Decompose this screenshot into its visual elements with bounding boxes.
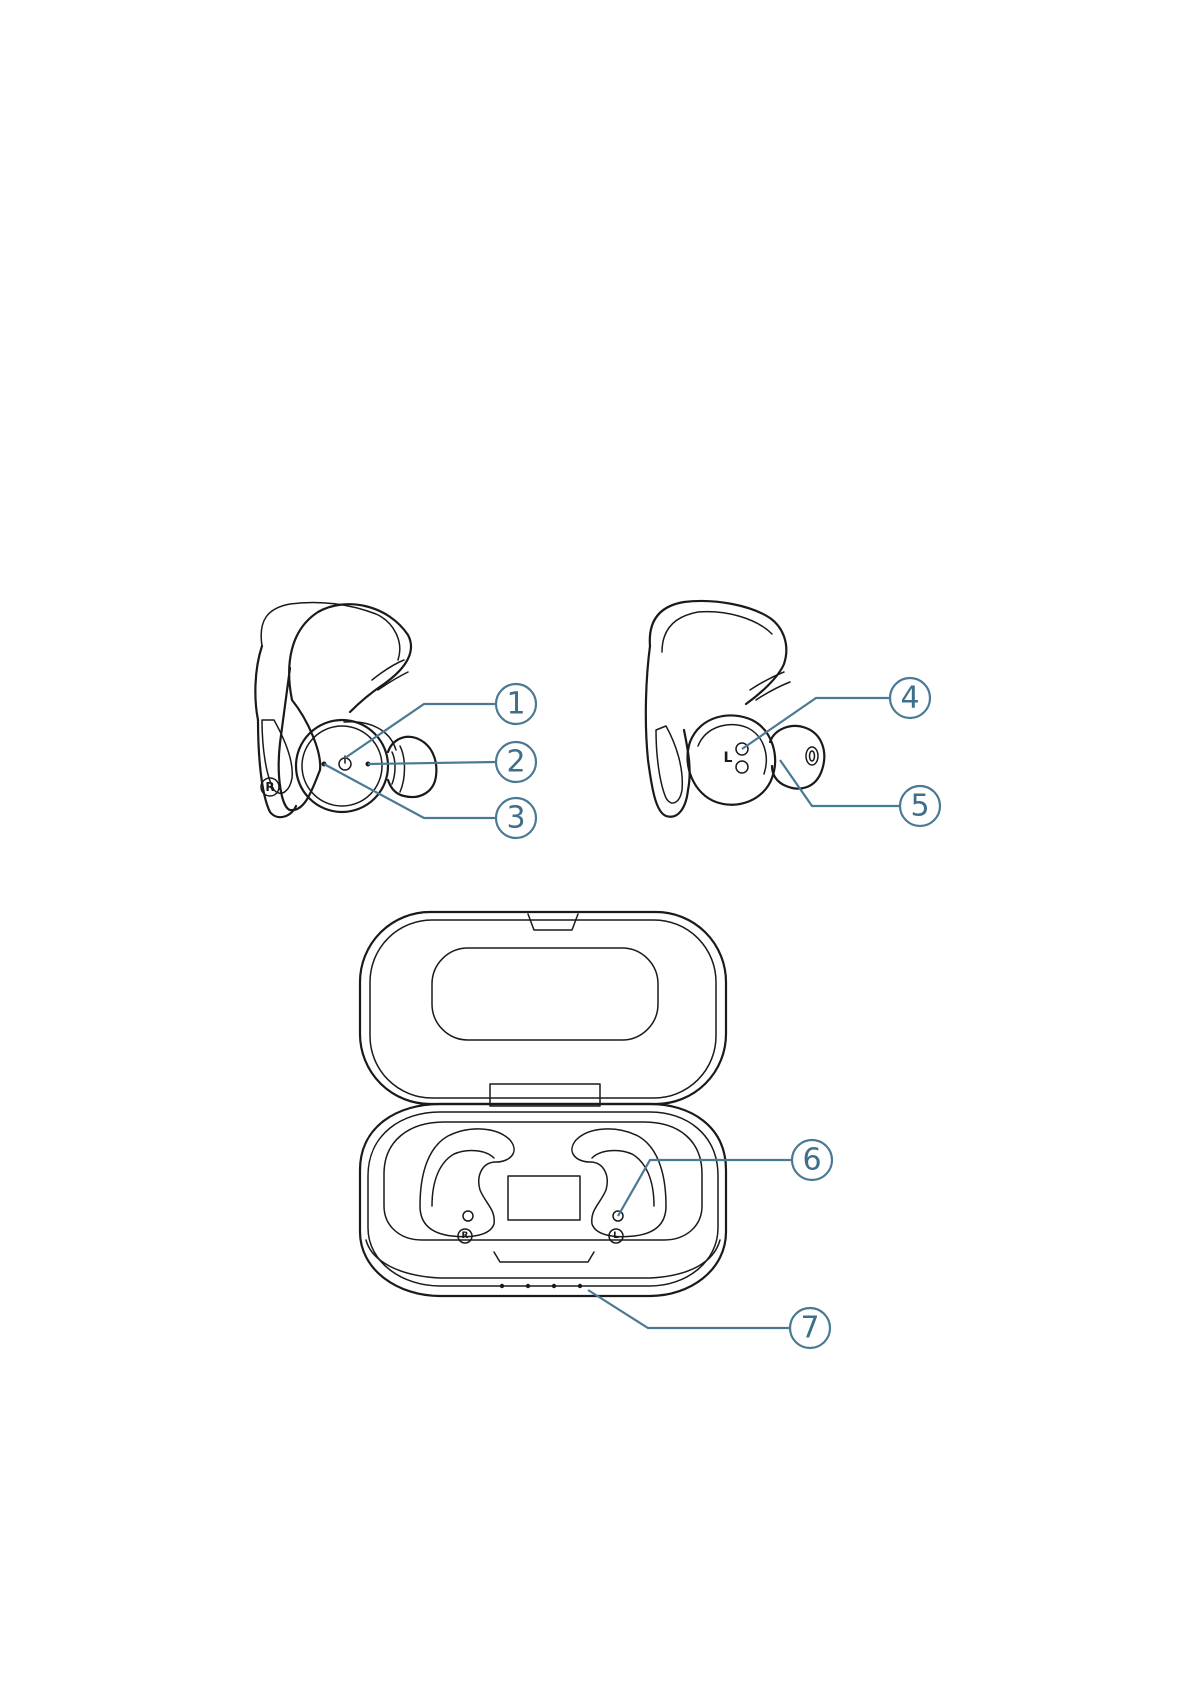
callout-5-leader (780, 760, 900, 806)
callouts: 1 2 3 4 5 6 7 (324, 678, 940, 1348)
case-slot-left-mark: L (613, 1231, 619, 1241)
right-side-mark: R (265, 780, 274, 794)
charging-case: R L (360, 912, 726, 1296)
callout-6-label: 6 (802, 1143, 821, 1178)
callout-2-label: 2 (506, 745, 525, 780)
callout-6-leader (618, 1160, 792, 1216)
callout-3-label: 3 (506, 801, 525, 836)
left-ear-tip (770, 726, 824, 789)
charging-contact-bottom (736, 761, 748, 773)
callout-5-label: 5 (910, 789, 929, 824)
callout-4-label: 4 (900, 681, 919, 716)
callout-4-leader (742, 698, 890, 749)
right-earbud-body (296, 720, 388, 812)
battery-led-3 (552, 1284, 556, 1288)
case-lid (360, 912, 726, 1104)
case-lid-window (432, 948, 658, 1040)
case-base (360, 1104, 726, 1296)
callout-7-label: 7 (800, 1311, 819, 1346)
case-hinge (490, 1084, 600, 1106)
callout-1-label: 1 (506, 687, 525, 722)
callout-3-leader (324, 764, 496, 818)
battery-led-2 (526, 1284, 530, 1288)
battery-led-1 (500, 1284, 504, 1288)
right-earbud: R (255, 602, 436, 817)
battery-led-4 (578, 1284, 582, 1288)
case-slot-right-mark: R (462, 1231, 469, 1241)
callout-1-leader (345, 704, 496, 758)
left-side-mark: L (724, 750, 733, 766)
